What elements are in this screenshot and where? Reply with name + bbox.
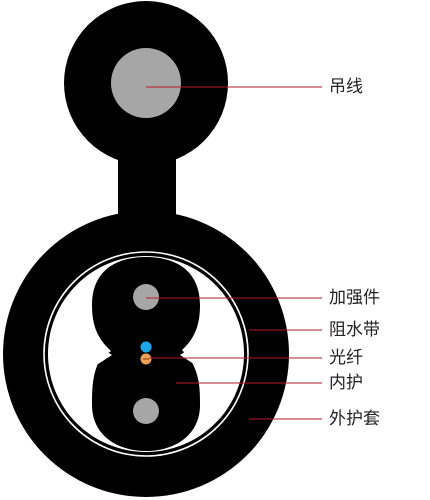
leader-lines	[146, 86, 322, 420]
strength-member-bottom	[133, 398, 159, 424]
right-notch	[180, 342, 200, 368]
messenger-wire-core	[111, 48, 181, 118]
label-outer-jacket: 外护套	[329, 409, 380, 429]
label-strength-member: 加强件	[329, 288, 380, 308]
label-water-blocking-tape: 阻水带	[329, 320, 380, 340]
fiber-blue	[140, 341, 152, 353]
label-messenger-wire: 吊线	[329, 77, 363, 97]
label-optical-fiber: 光纤	[329, 348, 363, 368]
label-inner-sheath: 内护	[329, 373, 363, 393]
strength-member-top	[133, 284, 159, 310]
left-notch	[92, 342, 112, 368]
